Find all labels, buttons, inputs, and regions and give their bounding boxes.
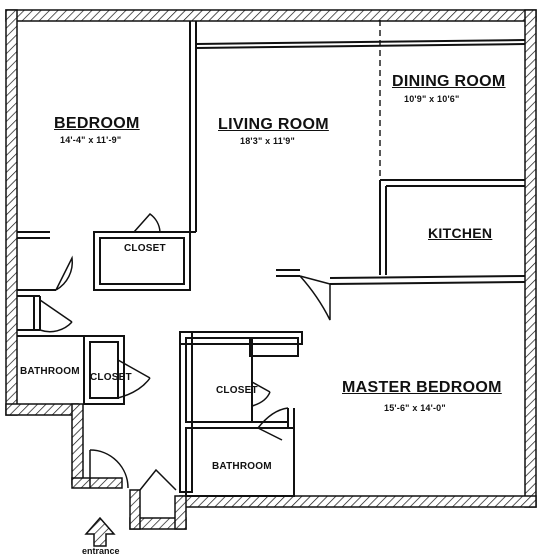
master-bathroom-label: BATHROOM (212, 461, 272, 472)
kitchen-label: KITCHEN (428, 225, 493, 241)
dining-room-dimensions: 10'9" x 10'6" (404, 94, 460, 104)
master-bedroom-dimensions: 15'-6" x 14'-0" (384, 403, 446, 413)
bedroom-closet-label: CLOSET (124, 243, 166, 254)
bedroom-label: BEDROOM (54, 115, 140, 132)
entrance-arrow-icon (84, 516, 116, 547)
bedroom-dimensions: 14'-4" x 11'-9" (60, 135, 122, 145)
living-room-dimensions: 18'3" x 11'9" (240, 136, 295, 146)
interior-walls (17, 20, 526, 497)
hall-closet-label: CLOSET (90, 372, 132, 383)
entrance-label: entrance (82, 546, 120, 556)
dining-room-label: DINING ROOM (392, 73, 506, 90)
master-closet-label: CLOSET (216, 385, 258, 396)
door-swings (39, 212, 331, 491)
living-room-label: LIVING ROOM (218, 116, 329, 133)
left-bathroom-label: BATHROOM (20, 366, 80, 377)
master-bedroom-label: MASTER BEDROOM (342, 379, 502, 396)
exterior-walls (5, 9, 537, 530)
